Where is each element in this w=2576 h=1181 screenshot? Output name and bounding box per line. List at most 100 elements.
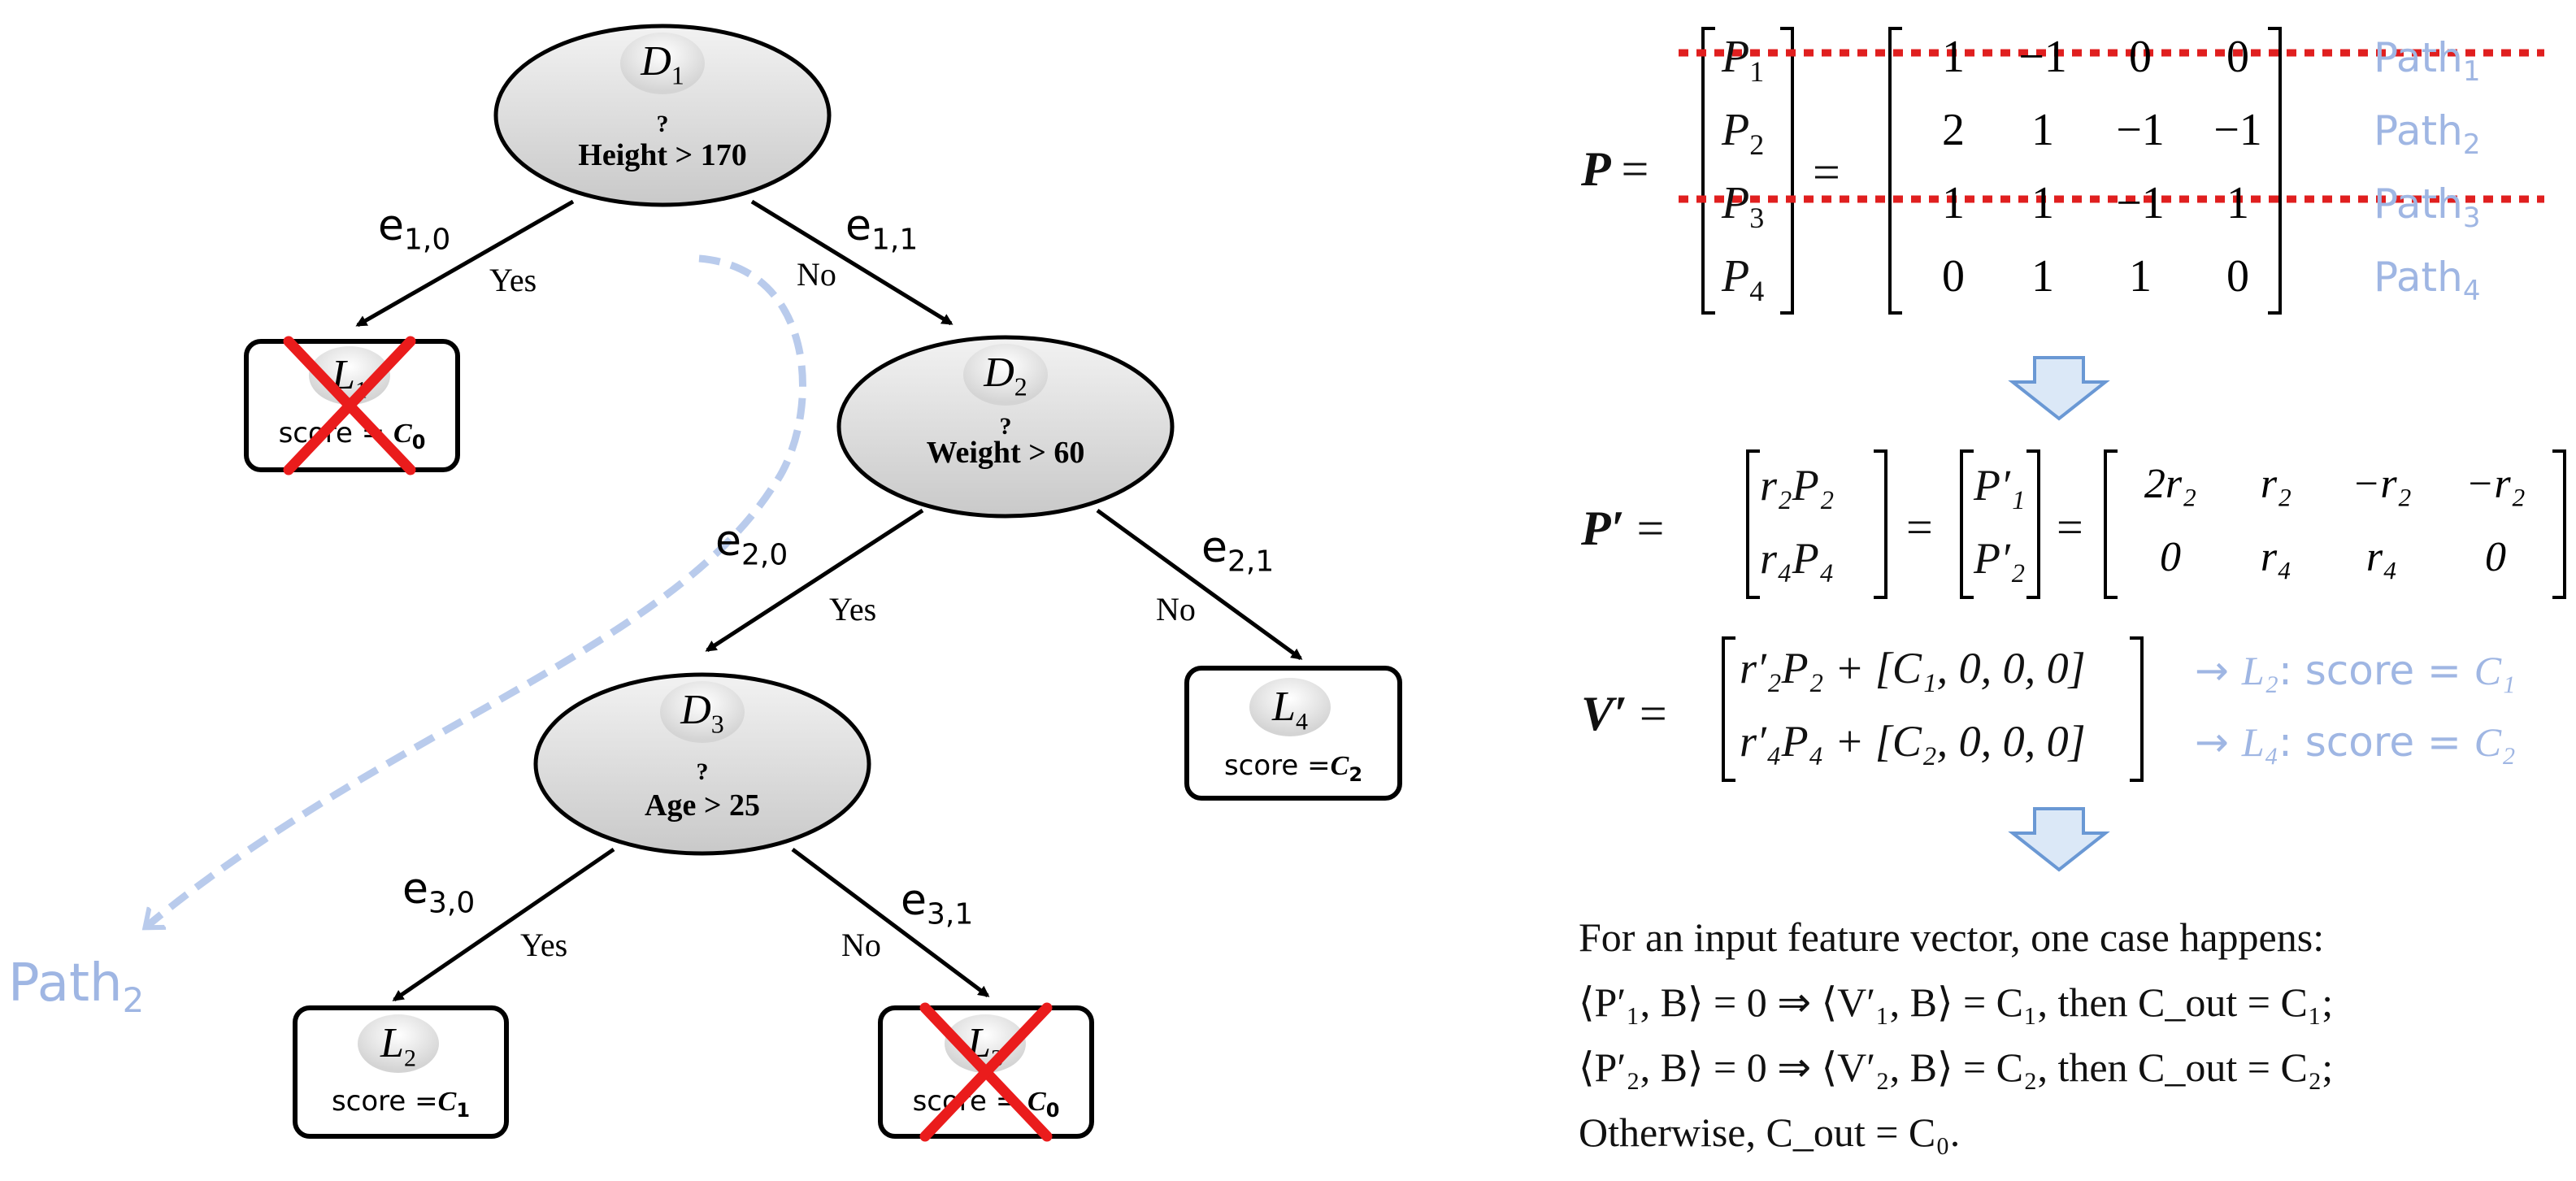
pprime-mid-r1: P′₁ (1974, 461, 2026, 510)
badge-d1 (620, 33, 705, 94)
edge-label-e31: e3,1 (901, 876, 974, 931)
bracket-pcol-left (1701, 27, 1715, 315)
vprime-row1-expr: r′₂P₂ + [C₁, 0, 0, 0] (1740, 644, 2086, 693)
pprime-eq1: = (1906, 501, 1933, 554)
matrix-p-cell: 1 (1942, 178, 1965, 228)
matrix-p-lhs: P = (1581, 142, 1649, 196)
pprime-left-r1: r₂P₂ (1760, 461, 1835, 510)
path-row-label: Path2 (2374, 107, 2481, 161)
edge-e11-line (750, 199, 954, 326)
node-d3-q: ? (696, 758, 709, 785)
matrix-p-col-entry: P4 (1722, 251, 1765, 308)
matrix-pprime-lhs: P′ = (1581, 501, 1665, 555)
bracket-pmat-left (1888, 27, 1902, 315)
conclusion-line-2: ⟨P′₁, B⟩ = 0 ⇒ ⟨V′₁, B⟩ = C₁, then C_out… (1579, 979, 2334, 1025)
edge-label-e10: e1,0 (378, 202, 451, 257)
edge-label-e21: e2,1 (1201, 523, 1275, 579)
vprime-row1-note: → L₂: score = C₁ (2195, 647, 2516, 694)
conclusion-line-3: ⟨P′₂, B⟩ = 0 ⇒ ⟨V′₂, B⟩ = C₂, then C_out… (1579, 1044, 2334, 1090)
node-d2-condition: Weight > 60 (926, 436, 1085, 470)
node-d3-name: D3 (680, 687, 724, 739)
pprime-cell: r₂ (2260, 461, 2292, 507)
node-d1-condition: Height > 170 (578, 138, 747, 172)
node-d3-condition: Age > 25 (645, 788, 760, 823)
pprime-left-r2: r₄P₄ (1760, 534, 1835, 583)
edge-answer-e11: No (797, 256, 836, 293)
matrix-p-col-entry: P1 (1722, 32, 1765, 89)
conclusion-line-1: For an input feature vector, one case ha… (1579, 914, 2325, 960)
path2-label: Path2 (8, 953, 145, 1020)
leaf-l2-score: score =C1 (331, 1085, 471, 1122)
node-d1-name: D1 (641, 38, 684, 90)
bracket-pp-right3 (2552, 449, 2566, 599)
node-d2-name: D2 (984, 350, 1027, 402)
edge-answer-e21: No (1156, 591, 1196, 627)
pprime-cell: 0 (2485, 534, 2506, 580)
decision-node-d3 (533, 672, 871, 856)
edge-answer-e10: Yes (489, 262, 537, 298)
matrix-p-cell: 1 (2031, 178, 2054, 228)
matrix-p-col-entry: P2 (1722, 105, 1765, 162)
matrix-p-cell: −1 (2116, 178, 2165, 228)
matrix-p-col-entry: P3 (1722, 178, 1765, 235)
path-row-label: Path1 (2374, 34, 2481, 88)
bracket-pcol-right (1780, 27, 1794, 315)
matrix-p-cell: 0 (2129, 32, 2152, 82)
edge-e20-line (705, 508, 924, 653)
badge-d2 (963, 344, 1048, 406)
decision-node-d2 (836, 335, 1175, 519)
leaf-l2-name: L2 (380, 1020, 416, 1072)
leaf-l4-score: score =C2 (1223, 749, 1363, 786)
node-d2-q: ? (999, 413, 1012, 440)
bracket-pp-left3 (2104, 449, 2118, 599)
pprime-mid-r2: P′₂ (1974, 534, 2026, 583)
cross-icon-l1 (283, 336, 416, 475)
pprime-cell: −r₂ (2352, 461, 2412, 507)
bracket-pp-right2 (2026, 449, 2040, 599)
edge-e30-line (392, 847, 615, 1002)
matrix-p-cell: −1 (2213, 105, 2262, 155)
matrix-p-cell: −1 (2116, 105, 2165, 155)
bracket-pp-right1 (1874, 449, 1887, 599)
path2-dashed-curve (146, 254, 806, 927)
path-row-label: Path4 (2374, 254, 2481, 307)
leaf-l4-name: L4 (1272, 684, 1308, 736)
cross-icon-l3 (919, 1002, 1053, 1142)
edge-e31-line (791, 848, 990, 997)
edge-e10-line (355, 199, 575, 328)
path-row-label: Path3 (2374, 180, 2481, 234)
vprime-row2-expr: r′₄P₄ + [C₂, 0, 0, 0] (1740, 717, 2086, 766)
badge-l4 (1249, 678, 1331, 736)
matrix-p-cell: 2 (1942, 105, 1965, 155)
pprime-cell: 0 (2160, 534, 2181, 580)
matrix-p-cell: 0 (1942, 251, 1965, 302)
matrix-p-cell: −1 (2018, 32, 2067, 82)
edge-answer-e31: No (841, 927, 881, 963)
edge-e21-line (1096, 508, 1303, 661)
bracket-pp-left2 (1960, 449, 1974, 599)
bracket-vp-right (2130, 636, 2144, 782)
down-arrow-1 (2008, 356, 2110, 421)
matrix-p-cell: 1 (2031, 105, 2054, 155)
decision-node-d1 (493, 24, 832, 207)
matrix-p-cell: 1 (2031, 251, 2054, 302)
matrix-p-eq: = (1813, 145, 1840, 199)
conclusion-line-4: Otherwise, C_out = C₀. (1579, 1109, 1961, 1155)
node-d1-q: ? (656, 111, 669, 137)
matrix-p-cell: 0 (2226, 251, 2249, 302)
down-arrow-2 (2008, 807, 2110, 872)
pprime-cell: 2r₂ (2144, 461, 2197, 507)
matrix-p-cell: 1 (2226, 178, 2249, 228)
badge-l2 (358, 1014, 439, 1073)
bracket-vp-left (1722, 636, 1735, 782)
badge-d3 (660, 681, 745, 743)
matrix-vprime-lhs: V′ = (1581, 687, 1667, 740)
pprime-cell: r₄ (2365, 534, 2398, 580)
matrix-p-cell: 1 (1942, 32, 1965, 82)
edge-answer-e30: Yes (520, 927, 568, 963)
edge-label-e30: e3,0 (402, 865, 476, 920)
matrix-p-cell: 0 (2226, 32, 2249, 82)
bracket-pmat-right (2268, 27, 2282, 315)
